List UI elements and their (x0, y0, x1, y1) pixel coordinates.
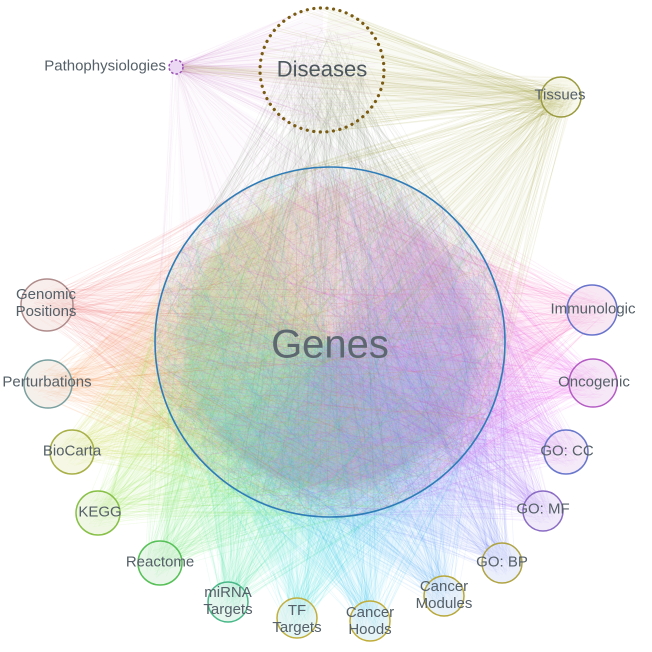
node-kegg[interactable] (75, 490, 121, 536)
node-genes[interactable] (154, 166, 506, 518)
fan-go-bp-genes (198, 239, 502, 563)
node-cancer-hoods[interactable] (349, 600, 391, 642)
fan-go-cc-genes (259, 191, 566, 493)
edge-fans (47, 11, 593, 621)
fan-oncogenic-genes (304, 177, 593, 507)
fan-go-mf-genes (226, 211, 544, 511)
fan-tissues-genes (209, 97, 561, 457)
node-biocarta[interactable] (49, 429, 95, 475)
node-pathophysiologies[interactable] (168, 59, 184, 75)
fan-tissues-diseases (315, 11, 561, 129)
edge-lines (29, 7, 609, 635)
fan-cancer-modules-genes (178, 273, 482, 596)
fan-kegg-genes (98, 208, 429, 514)
node-cancer-modules[interactable] (423, 575, 465, 617)
fan-genomic-positions-genes (47, 177, 352, 507)
node-oncogenic[interactable] (568, 358, 618, 408)
node-immunologic[interactable] (566, 284, 618, 336)
node-go-bp[interactable] (481, 542, 523, 584)
node-go-cc[interactable] (543, 429, 589, 475)
node-tf-targets[interactable] (276, 597, 318, 639)
fan-mirna-targets-genes (175, 281, 485, 602)
fan-tf-targets-genes (164, 322, 496, 618)
node-reactome[interactable] (137, 540, 183, 586)
fan-perturbations-genes (48, 177, 355, 507)
fan-pathophysiologies-diseases (176, 11, 324, 129)
node-diseases[interactable] (258, 6, 386, 134)
fan-reactome-genes (160, 240, 462, 563)
fan-cancer-hoods-genes (165, 318, 495, 621)
nodes (20, 6, 618, 642)
node-mirna-targets[interactable] (207, 581, 249, 623)
fan-immunologic-genes (309, 176, 592, 508)
node-perturbations[interactable] (23, 359, 73, 409)
fan-biocarta-genes (72, 189, 396, 495)
node-genomic-positions[interactable] (20, 278, 74, 332)
node-go-mf[interactable] (522, 490, 564, 532)
node-tissues[interactable] (540, 76, 582, 118)
